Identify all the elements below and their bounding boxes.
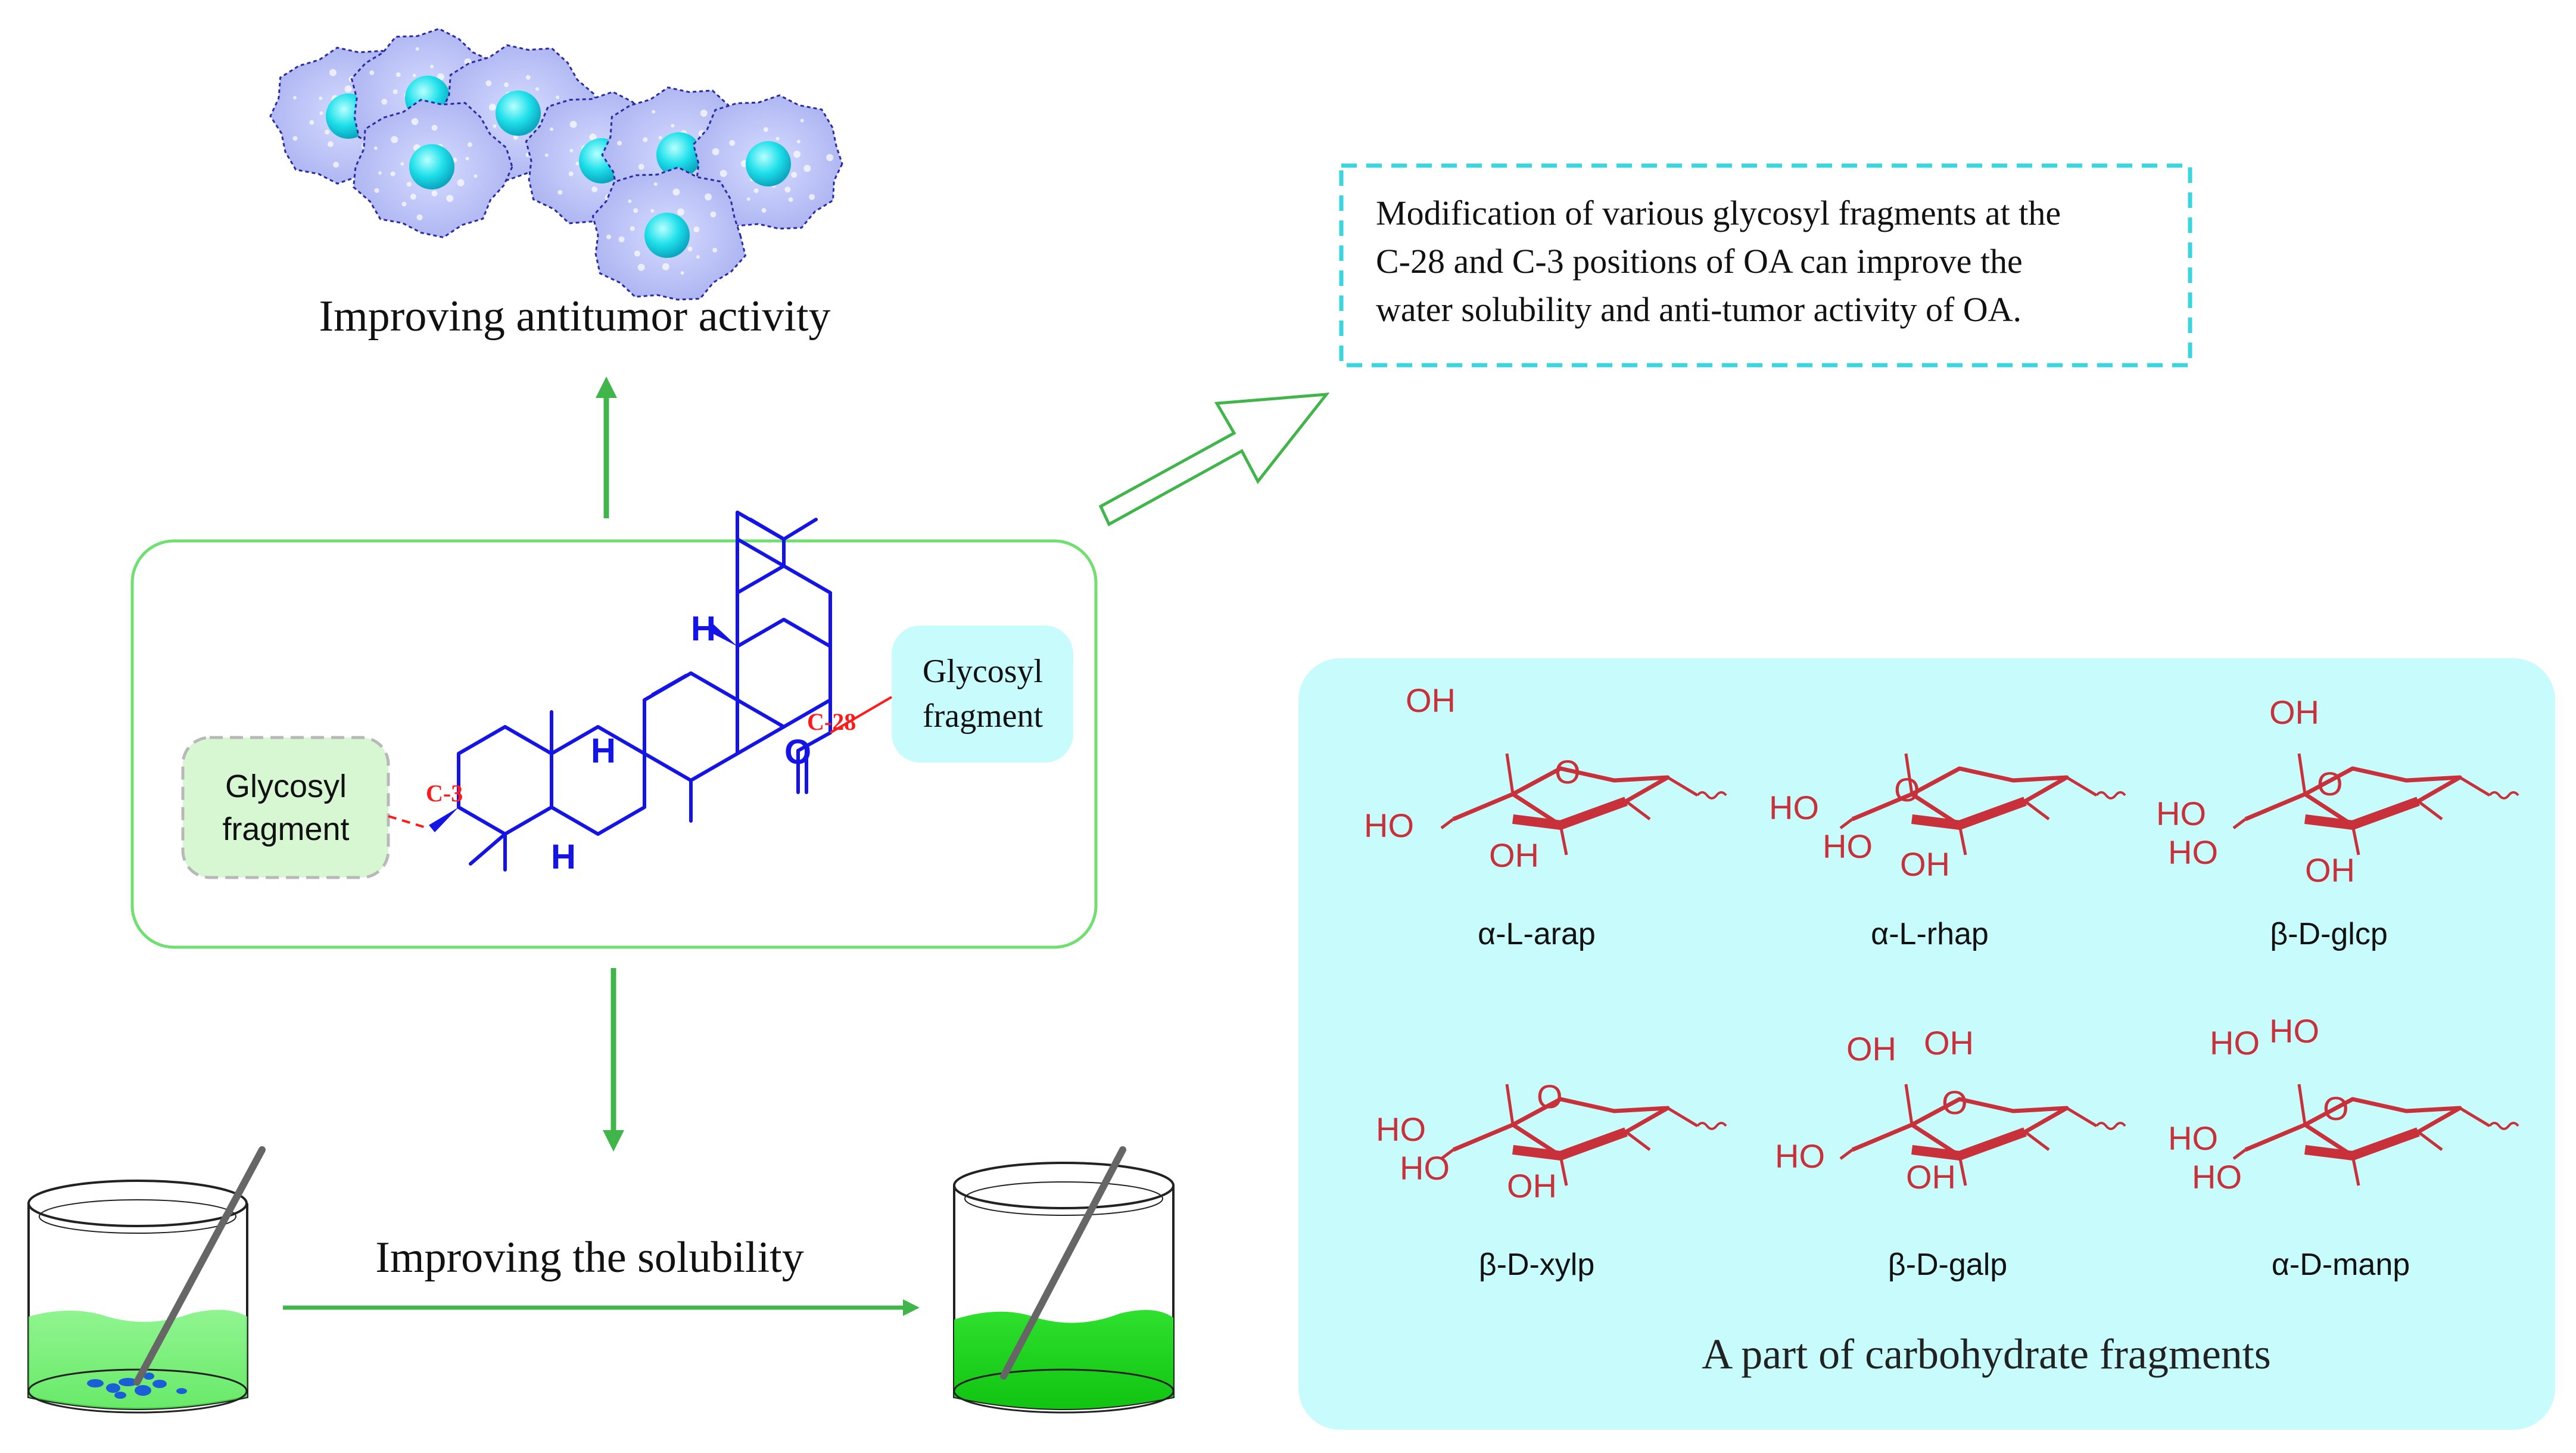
- antitumor-heading: Improving antitumor activity: [319, 292, 830, 341]
- sugar-atom-label: HO: [2168, 833, 2218, 871]
- sugar-atom-label: OH: [2269, 693, 2319, 731]
- tumor-cell: [352, 98, 513, 239]
- beaker-dissolved: [953, 1146, 1175, 1414]
- sugar-atom-label: HO: [1400, 1149, 1450, 1187]
- cell-nucleus: [409, 144, 454, 189]
- c28-linker-line: [829, 696, 893, 734]
- sugar-name-rha: α-L-rhap: [1871, 917, 1989, 951]
- sugar-atom-label: OH: [1489, 836, 1539, 874]
- sugar-atom-label: HO: [2210, 1024, 2260, 1062]
- beaker-undissolved: [27, 1146, 266, 1414]
- c3-label: C-3: [426, 780, 463, 807]
- sugar-ring: [2244, 766, 2462, 827]
- note-box: [1339, 163, 2192, 368]
- right-fragment-line-2: fragment: [923, 698, 1044, 735]
- atom-h-c18: H: [691, 609, 716, 648]
- solubility-heading: Improving the solubility: [375, 1233, 803, 1282]
- sugar-atom-label: O: [2317, 765, 2343, 802]
- tumor-cell: [591, 166, 747, 301]
- sugar-atom-label: OH: [2305, 851, 2355, 889]
- sugar-atom-label: OH: [1900, 845, 1950, 883]
- sugar-ara: OH HO OH Oα-L-arap: [1364, 682, 1727, 951]
- atom-h-c5: H: [551, 838, 576, 876]
- sugar-atom-label: OH: [1406, 682, 1456, 719]
- left-glycosyl-fragment-box: [181, 736, 390, 879]
- atom-o-carbonyl: O: [784, 733, 811, 771]
- c3-linker-line: [388, 815, 428, 829]
- sugar-name-xyl: β-D-xylp: [1479, 1247, 1595, 1282]
- sugar-atom-label: O: [2323, 1090, 2349, 1127]
- cell-nucleus: [656, 132, 702, 178]
- sugar-name-ara: α-L-arap: [1478, 917, 1596, 951]
- sugar-ring: [1452, 1097, 1670, 1158]
- sugar-atom-label: HO: [1769, 789, 1819, 826]
- note-line-2: C-28 and C-3 positions of OA can improve…: [1376, 242, 2023, 281]
- sugar-atom-label: HO: [2168, 1119, 2218, 1157]
- c28-label: C-28: [807, 708, 856, 735]
- cell-nucleus: [644, 213, 690, 258]
- anomeric-wavy-bond: [2488, 1122, 2519, 1130]
- tumor-cell: [692, 94, 843, 230]
- carbohydrate-panel: [1298, 658, 2555, 1430]
- sugar-substituent-bonds: [2232, 1084, 2491, 1186]
- sugar-atom-label: HO: [2192, 1158, 2242, 1196]
- left-fragment-line-1: Glycosyl: [225, 768, 347, 804]
- sugar-atom-label: HO: [1376, 1110, 1426, 1148]
- sugar-atom-label: OH: [1906, 1158, 1956, 1196]
- sugar-atom-label: HO: [2269, 1012, 2319, 1050]
- sugar-atom-label: HO: [1775, 1137, 1825, 1175]
- sugar-substituent-bonds: [1440, 1084, 1699, 1186]
- sugar-atom-label: O: [1555, 753, 1581, 791]
- sugar-atom-label: HO: [2156, 795, 2206, 832]
- sugar-ring: [1851, 1097, 2069, 1158]
- sugar-name-gal: β-D-galp: [1888, 1247, 2007, 1282]
- hollow-arrow-to-note: [1098, 393, 1330, 527]
- anomeric-wavy-bond: [2488, 791, 2519, 799]
- anomeric-wavy-bond: [1696, 1122, 1727, 1130]
- note-line-1: Modification of various glycosyl fragmen…: [1376, 194, 2061, 232]
- sugar-atom-label: O: [1537, 1078, 1563, 1115]
- cell-nucleus: [746, 141, 791, 186]
- sugar-atom-label: OH: [1846, 1030, 1896, 1068]
- wedge-bond-c18: [709, 624, 737, 646]
- sugar-substituent-bonds: [1839, 753, 2098, 855]
- sugar-atom-label: HO: [1364, 807, 1414, 844]
- sugar-ring: [1851, 766, 2069, 827]
- anomeric-wavy-bond: [2095, 1122, 2126, 1130]
- sugar-atom-label: OH: [1924, 1024, 1974, 1062]
- note-line-3: water solubility and anti-tumor activity…: [1376, 290, 2021, 329]
- sugar-ring: [1452, 766, 1670, 827]
- right-glycosyl-fragment-box: [892, 626, 1073, 763]
- sugar-atom-label: O: [1894, 771, 1920, 808]
- sugar-atom-label: OH: [1507, 1167, 1557, 1205]
- tumor-cell-cluster-illustration: [269, 27, 843, 301]
- cell-nucleus: [496, 91, 541, 136]
- sugar-name-glc: β-D-glcp: [2270, 917, 2388, 951]
- anomeric-wavy-bond: [2095, 791, 2126, 799]
- sugar-atom-label: HO: [1823, 827, 1873, 865]
- carbohydrate-panel-title: A part of carbohydrate fragments: [1702, 1330, 2271, 1378]
- left-fragment-line-2: fragment: [222, 811, 349, 847]
- sugar-ring: [2244, 1097, 2462, 1158]
- sugar-substituent-bonds: [2232, 753, 2491, 855]
- sugar-gal: OH OH HO OH Oβ-D-galp: [1775, 1024, 2126, 1282]
- sugar-substituent-bonds: [1839, 1084, 2098, 1186]
- sugar-substituent-bonds: [1440, 753, 1699, 855]
- atom-h-c9: H: [591, 732, 616, 770]
- sugar-name-man: α-D-manp: [2272, 1247, 2410, 1282]
- wedge-bond-c3: [429, 807, 459, 832]
- right-fragment-line-1: Glycosyl: [923, 653, 1043, 690]
- sugar-atom-label: O: [1942, 1084, 1968, 1121]
- anomeric-wavy-bond: [1696, 791, 1727, 799]
